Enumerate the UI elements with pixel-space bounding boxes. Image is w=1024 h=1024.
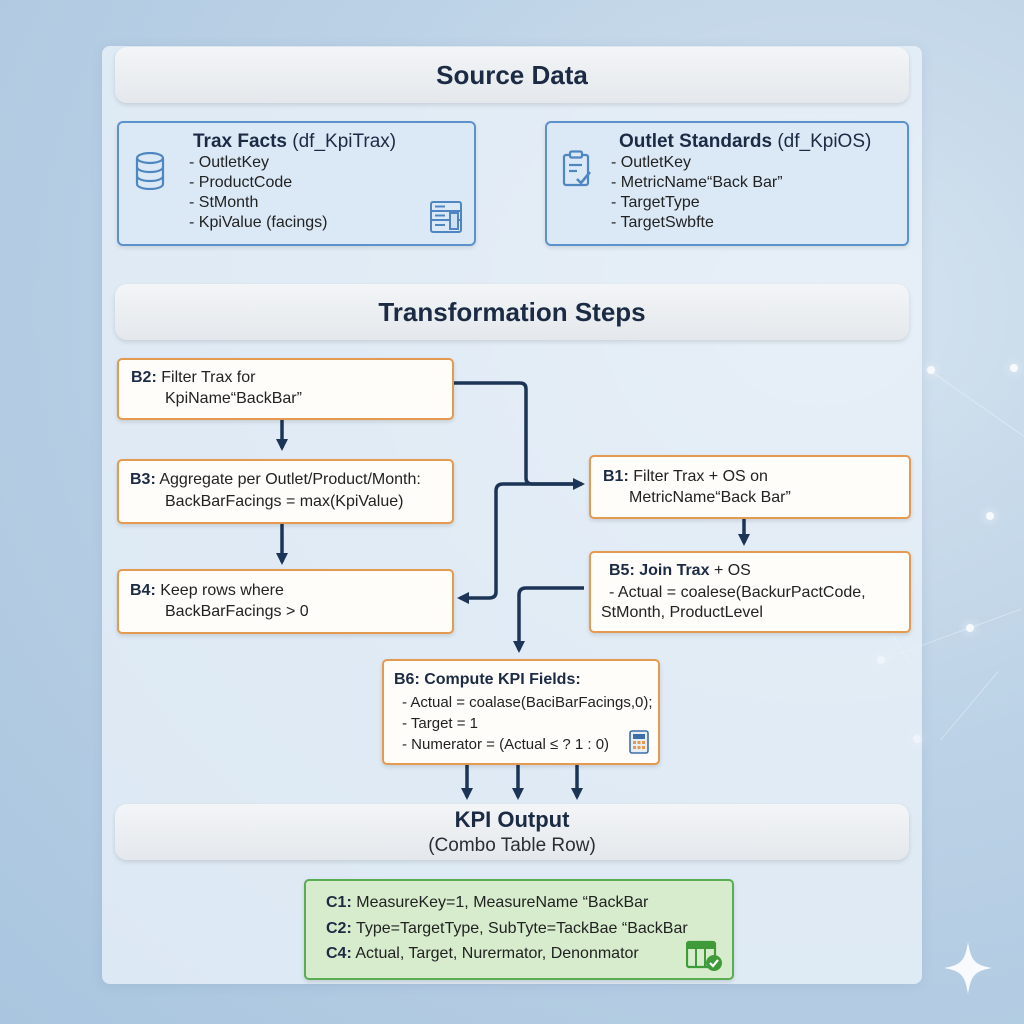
table-check-icon <box>685 939 724 978</box>
output-row-label: C4: <box>326 945 352 962</box>
step-b1-label: B1: <box>603 468 629 485</box>
step-b4-label: B4: <box>130 582 156 599</box>
output-row-text: Type=TargetType, SubTyte=TackBae “BackBa… <box>355 920 688 937</box>
outlet-standards-name: Outlet Standards <box>619 131 773 152</box>
arrow-b1-to-b4 <box>457 482 582 604</box>
transformation-steps-title: Transformation Steps <box>378 296 646 327</box>
outlet-standards-box: Outlet Standards (df_KpiOS) OutletKey Me… <box>545 121 909 246</box>
outlet-standards-table: (df_KpiOS) <box>777 131 872 152</box>
step-b2-line1: Filter Trax for <box>161 369 256 386</box>
output-row-text: MeasureKey=1, MeasureName “BackBar <box>356 894 649 911</box>
arrow-b2-to-b1 <box>451 381 585 490</box>
kpi-output-title: KPI Output <box>454 807 570 832</box>
output-row-label: C1: <box>326 894 352 911</box>
step-b3-line1: Aggregate per Outlet/Product/Month: <box>159 471 421 488</box>
outlet-field: OutletKey <box>611 153 783 173</box>
database-icon <box>135 151 165 195</box>
arrow-b5-to-b6 <box>513 586 584 653</box>
trax-facts-box: Trax Facts (df_KpiTrax) OutletKey Produc… <box>117 121 476 246</box>
step-b6-line1: - Actual = coalase(BaciBarFacings,0); <box>402 694 653 711</box>
outlet-field: TargetSwbfte <box>611 213 783 233</box>
step-b6-box: B6: Compute KPI Fields: - Actual = coala… <box>382 659 660 765</box>
trax-facts-table: (df_KpiTrax) <box>292 131 397 152</box>
step-b4-box: B4: Keep rows where BackBarFacings > 0 <box>117 569 454 634</box>
step-b3-line2: BackBarFacings = max(KpiValue) <box>165 493 404 510</box>
step-b3-label: B3: <box>130 471 156 488</box>
step-b6-line3: - Numerator = (Actual ≤ ? 1 : 0) <box>402 736 610 753</box>
kpi-output-box: C1: MeasureKey=1, MeasureName “BackBar C… <box>304 879 734 980</box>
step-b1-line2: MetricName“Back Bar” <box>629 489 791 506</box>
trax-field: OutletKey <box>189 153 327 173</box>
server-rack-icon <box>429 200 463 239</box>
step-b5-box: B5: Join Trax + OS - Actual = coalese(Ba… <box>589 551 911 633</box>
outlet-standards-fields: OutletKey MetricName“Back Bar” TargetTyp… <box>611 153 783 233</box>
step-b5-label: B5: Join Trax <box>609 562 710 579</box>
source-data-title: Source Data <box>436 59 588 90</box>
outlet-field: TargetType <box>611 193 783 213</box>
step-b4-line1: Keep rows where <box>160 582 284 599</box>
trax-field: ProductCode <box>189 173 327 193</box>
kpi-output-subtitle: (Combo Table Row) <box>428 835 596 856</box>
sparkle-icon <box>944 942 992 999</box>
output-row-label: C2: <box>326 920 352 937</box>
step-b6-line2: - Target = 1 <box>402 715 479 732</box>
step-b2-line2: KpiName“BackBar” <box>165 390 302 407</box>
trax-facts-name: Trax Facts <box>193 131 287 152</box>
step-b5-line2: - Actual = coalese(BackurPactCode, <box>609 584 866 601</box>
kpi-output-banner: KPI Output (Combo Table Row) <box>115 804 909 860</box>
trax-field: KpiValue (facings) <box>189 213 328 233</box>
step-b1-box: B1: Filter Trax + OS on MetricName“Back … <box>589 455 911 519</box>
step-b6-label: B6: Compute KPI Fields: <box>394 671 581 688</box>
calculator-icon <box>629 730 649 760</box>
step-b2-box: B2: Filter Trax for KpiName“BackBar” <box>117 358 454 420</box>
outlet-field: MetricName“Back Bar” <box>611 173 783 193</box>
output-row-text: Actual, Target, Nurermator, Denonmator <box>355 945 639 962</box>
step-b1-line1: Filter Trax + OS on <box>633 468 768 485</box>
step-b2-label: B2: <box>131 369 157 386</box>
trax-field: StMonth <box>189 193 327 213</box>
trax-facts-fields: OutletKey ProductCode StMonth KpiValue (… <box>189 153 328 233</box>
source-data-banner: Source Data <box>115 47 909 103</box>
clipboard-check-icon <box>561 150 593 193</box>
step-b5-line3: StMonth, ProductLevel <box>601 604 763 621</box>
step-b3-box: B3: Aggregate per Outlet/Product/Month: … <box>117 459 454 524</box>
step-b5-line1: + OS <box>713 562 751 579</box>
step-b4-line2: BackBarFacings > 0 <box>165 603 309 620</box>
transformation-steps-banner: Transformation Steps <box>115 284 909 340</box>
